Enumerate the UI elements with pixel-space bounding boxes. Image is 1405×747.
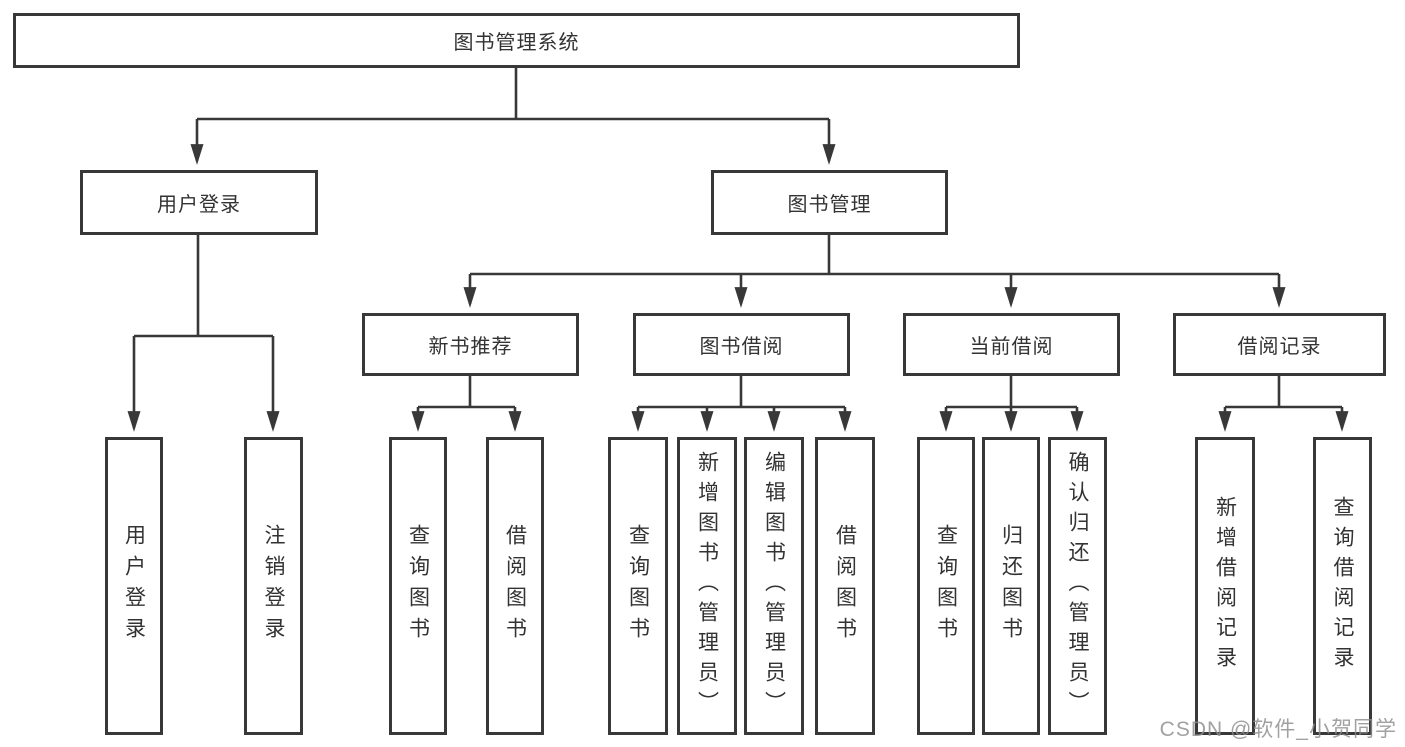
node-borrowing-records: 借阅记录 <box>1173 313 1386 376</box>
leaf-query-books-recommend: 查询图书 <box>389 437 447 735</box>
node-label: 借阅记录 <box>1237 336 1322 358</box>
node-book-borrowing: 图书借阅 <box>633 313 850 376</box>
leaf-add-borrow-record: 新增借阅记录 <box>1195 437 1255 735</box>
node-library-management-system: 图书管理系统 <box>13 13 1020 68</box>
node-label: 查询图书 <box>626 524 650 648</box>
leaf-user-login: 用户登录 <box>105 437 163 735</box>
node-label: 图书借阅 <box>699 336 784 358</box>
node-label: 查询图书 <box>934 524 958 648</box>
leaf-borrow-books-recommend: 借阅图书 <box>486 437 544 735</box>
node-current-borrowing: 当前借阅 <box>903 313 1120 376</box>
leaf-query-books-borrow: 查询图书 <box>608 437 668 735</box>
leaf-add-book-admin: 新增图书（管理员） <box>677 437 737 735</box>
node-label: 用户登录 <box>122 524 146 648</box>
node-label: 新增图书（管理员） <box>695 451 719 721</box>
node-label: 编辑图书（管理员） <box>762 451 786 721</box>
node-label: 图书管理系统 <box>453 32 580 54</box>
node-label: 查询图书 <box>406 524 430 648</box>
node-label: 图书管理 <box>787 194 872 216</box>
node-label: 注销登录 <box>262 524 285 648</box>
leaf-confirm-return-admin: 确认归还（管理员） <box>1048 437 1107 735</box>
node-label: 借阅图书 <box>833 524 857 648</box>
node-label: 确认归还（管理员） <box>1066 451 1089 721</box>
node-book-management: 图书管理 <box>711 170 948 235</box>
leaf-edit-book-admin: 编辑图书（管理员） <box>744 437 804 735</box>
leaf-logout: 注销登录 <box>244 437 303 735</box>
csdn-watermark: CSDN @软件_小贺同学 <box>1159 718 1397 741</box>
leaf-return-books: 归还图书 <box>982 437 1040 735</box>
node-label: 新增借阅记录 <box>1213 496 1237 676</box>
node-label: 用户登录 <box>157 194 241 216</box>
node-label: 查询借阅记录 <box>1331 496 1354 676</box>
leaf-query-borrow-record: 查询借阅记录 <box>1313 437 1372 735</box>
node-label: 新书推荐 <box>428 336 513 358</box>
node-label: 归还图书 <box>999 524 1023 648</box>
node-label: 当前借阅 <box>969 336 1054 358</box>
leaf-query-books-current: 查询图书 <box>917 437 975 735</box>
node-new-book-recommendation: 新书推荐 <box>362 313 579 376</box>
node-user-login: 用户登录 <box>80 170 318 235</box>
leaf-borrow-books: 借阅图书 <box>815 437 875 735</box>
node-label: 借阅图书 <box>503 524 527 648</box>
